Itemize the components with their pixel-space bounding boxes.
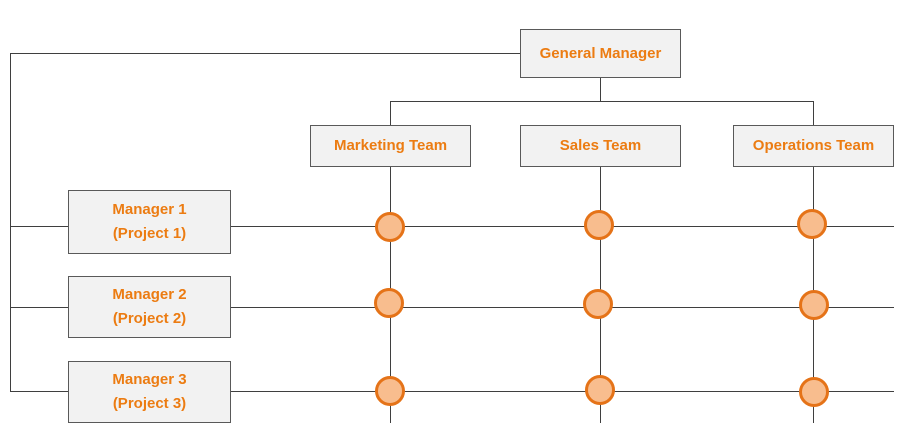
node-manager3-marketing bbox=[375, 376, 405, 406]
manager-2-name: Manager 2 bbox=[112, 286, 187, 303]
manager-1-name: Manager 1 bbox=[112, 201, 187, 218]
team-label-operations: Operations Team bbox=[752, 137, 875, 154]
team-label-marketing: Marketing Team bbox=[333, 137, 448, 154]
node-manager1-sales bbox=[584, 210, 614, 240]
node-manager2-operations bbox=[799, 290, 829, 320]
general-manager-box: General Manager bbox=[520, 29, 681, 78]
manager-3-project: (Project 3) bbox=[112, 395, 187, 412]
node-manager1-marketing bbox=[375, 212, 405, 242]
team-box-marketing: Marketing Team bbox=[310, 125, 471, 167]
node-manager2-marketing bbox=[374, 288, 404, 318]
manager-box-2: Manager 2 (Project 2) bbox=[68, 276, 231, 338]
manager-box-3: Manager 3 (Project 3) bbox=[68, 361, 231, 423]
node-manager1-operations bbox=[797, 209, 827, 239]
manager-1-project: (Project 1) bbox=[112, 225, 187, 242]
node-manager2-sales bbox=[583, 289, 613, 319]
general-manager-label: General Manager bbox=[539, 44, 662, 62]
node-manager3-sales bbox=[585, 375, 615, 405]
team-label-sales: Sales Team bbox=[559, 137, 642, 154]
node-manager3-operations bbox=[799, 377, 829, 407]
manager-2-project: (Project 2) bbox=[112, 310, 187, 327]
manager-3-name: Manager 3 bbox=[112, 371, 187, 388]
team-box-operations: Operations Team bbox=[733, 125, 894, 167]
manager-box-1: Manager 1 (Project 1) bbox=[68, 190, 231, 254]
team-box-sales: Sales Team bbox=[520, 125, 681, 167]
